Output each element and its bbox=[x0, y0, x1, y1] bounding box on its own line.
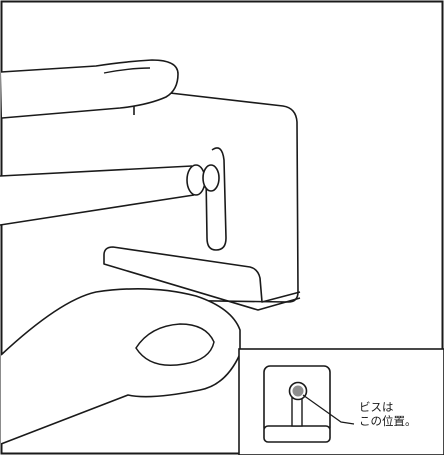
bracket-ledge-front bbox=[103, 255, 301, 311]
upper-finger bbox=[0, 59, 179, 119]
lower-finger-nail bbox=[135, 323, 215, 366]
inset-bracket-ledge bbox=[263, 425, 331, 443]
callout-text-line1: ビスは bbox=[359, 400, 394, 414]
callout-leader-line bbox=[302, 394, 355, 425]
screwdriver bbox=[0, 164, 220, 226]
upper-finger-nail bbox=[103, 67, 151, 74]
slot-hole bbox=[205, 147, 227, 251]
inset-screw-head bbox=[292, 385, 304, 397]
callout-text-line2: この位置。 bbox=[359, 414, 417, 428]
bracket-ledge bbox=[103, 246, 301, 303]
